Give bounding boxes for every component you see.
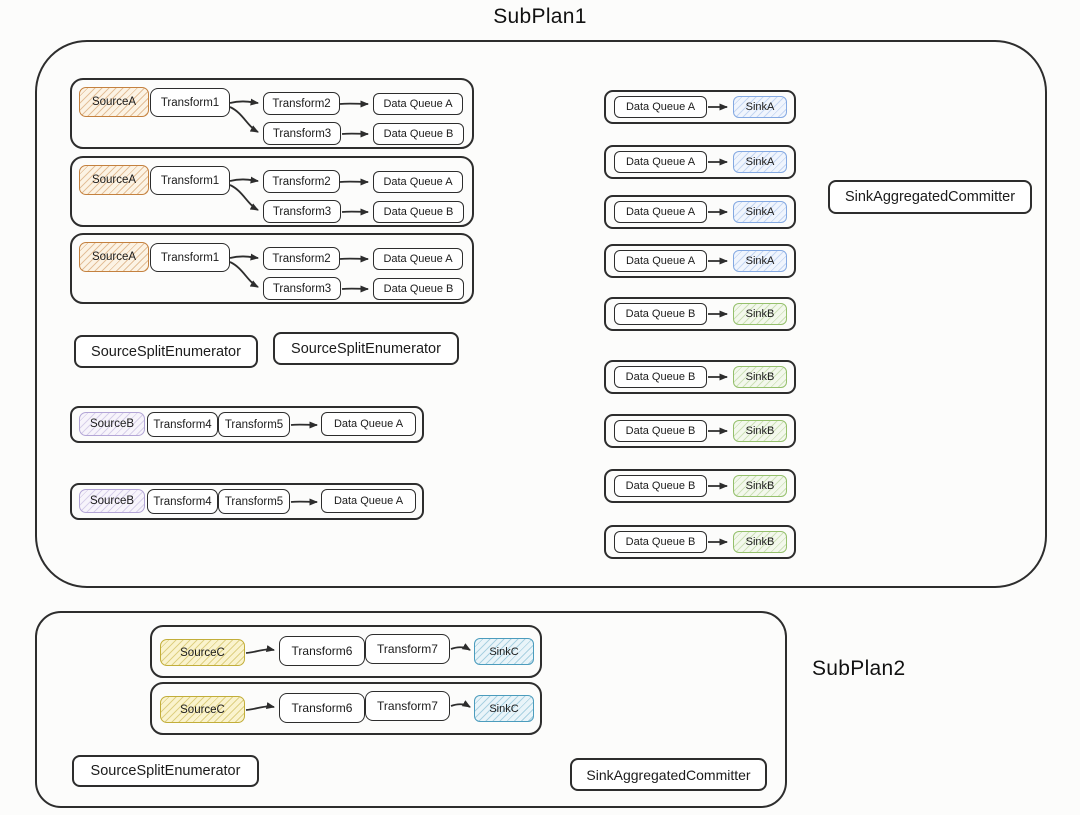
node-sinkA: SinkA bbox=[733, 250, 787, 272]
node-sourceA: SourceA bbox=[79, 165, 149, 195]
node-data-queue-a: Data Queue A bbox=[321, 412, 416, 436]
node-sourceB: SourceB bbox=[79, 489, 145, 513]
queue-sink-row-4: Data Queue A SinkA bbox=[604, 244, 796, 278]
queue-sink-row-5: Data Queue B SinkB bbox=[604, 297, 796, 331]
pipeline-group-sourceA-1: SourceA Transform1 Transform2 Data Queue… bbox=[70, 78, 474, 149]
node-sinkB: SinkB bbox=[733, 303, 787, 325]
node-data-queue-a: Data Queue A bbox=[321, 489, 416, 513]
node-transform4: Transform4 bbox=[147, 489, 218, 514]
queue-sink-row-7: Data Queue B SinkB bbox=[604, 414, 796, 448]
subplan2-title: SubPlan2 bbox=[812, 657, 906, 680]
node-data-queue-b: Data Queue B bbox=[373, 201, 464, 223]
node-transform7: Transform7 bbox=[365, 634, 450, 664]
node-data-queue-b: Data Queue B bbox=[373, 123, 464, 145]
node-transform4: Transform4 bbox=[147, 412, 218, 437]
node-sinkC: SinkC bbox=[474, 695, 534, 722]
node-data-queue-a: Data Queue A bbox=[614, 151, 707, 173]
node-data-queue-b: Data Queue B bbox=[614, 366, 707, 388]
node-sourceB: SourceB bbox=[79, 412, 145, 436]
node-data-queue-a: Data Queue A bbox=[614, 201, 707, 223]
node-sourceA: SourceA bbox=[79, 242, 149, 272]
node-sinkB: SinkB bbox=[733, 475, 787, 497]
node-transform7: Transform7 bbox=[365, 691, 450, 721]
node-source-split-enumerator-1: SourceSplitEnumerator bbox=[74, 335, 258, 368]
node-source-split-enumerator: SourceSplitEnumerator bbox=[72, 755, 259, 787]
node-sourceA: SourceA bbox=[79, 87, 149, 117]
queue-sink-row-3: Data Queue A SinkA bbox=[604, 195, 796, 229]
node-sinkB: SinkB bbox=[733, 420, 787, 442]
node-transform2: Transform2 bbox=[263, 170, 340, 193]
node-transform1: Transform1 bbox=[150, 166, 230, 195]
node-transform5: Transform5 bbox=[218, 412, 290, 437]
node-data-queue-b: Data Queue B bbox=[614, 420, 707, 442]
subplan1-container: SourceA Transform1 Transform2 Data Queue… bbox=[35, 40, 1047, 588]
pipeline-group-sourceA-3: SourceA Transform1 Transform2 Data Queue… bbox=[70, 233, 474, 304]
subplan1-title: SubPlan1 bbox=[493, 5, 587, 28]
pipeline-group-sourceA-2: SourceA Transform1 Transform2 Data Queue… bbox=[70, 156, 474, 227]
queue-sink-row-6: Data Queue B SinkB bbox=[604, 360, 796, 394]
node-sinkA: SinkA bbox=[733, 151, 787, 173]
node-data-queue-a: Data Queue A bbox=[373, 248, 463, 270]
node-data-queue-b: Data Queue B bbox=[373, 278, 464, 300]
node-transform1: Transform1 bbox=[150, 88, 230, 117]
node-sinkA: SinkA bbox=[733, 201, 787, 223]
node-data-queue-a: Data Queue A bbox=[614, 96, 707, 118]
node-data-queue-b: Data Queue B bbox=[614, 475, 707, 497]
node-sourceC: SourceC bbox=[160, 639, 245, 666]
node-data-queue-b: Data Queue B bbox=[614, 303, 707, 325]
queue-sink-row-8: Data Queue B SinkB bbox=[604, 469, 796, 503]
node-sink-aggregated-committer: SinkAggregatedCommitter bbox=[570, 758, 767, 791]
queue-sink-row-9: Data Queue B SinkB bbox=[604, 525, 796, 559]
node-sinkB: SinkB bbox=[733, 531, 787, 553]
pipeline-group-sourceC-1: SourceC Transform6 Transform7 SinkC bbox=[150, 625, 542, 678]
node-transform3: Transform3 bbox=[263, 277, 341, 300]
node-transform3: Transform3 bbox=[263, 200, 341, 223]
pipeline-group-sourceB-2: SourceB Transform4 Transform5 Data Queue… bbox=[70, 483, 424, 520]
pipeline-group-sourceC-2: SourceC Transform6 Transform7 SinkC bbox=[150, 682, 542, 735]
node-sourceC: SourceC bbox=[160, 696, 245, 723]
node-sinkA: SinkA bbox=[733, 96, 787, 118]
node-transform6: Transform6 bbox=[279, 693, 365, 723]
node-data-queue-b: Data Queue B bbox=[614, 531, 707, 553]
node-sinkC: SinkC bbox=[474, 638, 534, 665]
queue-sink-row-2: Data Queue A SinkA bbox=[604, 145, 796, 179]
node-transform2: Transform2 bbox=[263, 92, 340, 115]
node-transform1: Transform1 bbox=[150, 243, 230, 272]
queue-sink-row-1: Data Queue A SinkA bbox=[604, 90, 796, 124]
subplan2-container: SourceC Transform6 Transform7 SinkC Sour… bbox=[35, 611, 787, 808]
node-sinkB: SinkB bbox=[733, 366, 787, 388]
node-transform3: Transform3 bbox=[263, 122, 341, 145]
node-data-queue-a: Data Queue A bbox=[373, 171, 463, 193]
node-transform5: Transform5 bbox=[218, 489, 290, 514]
node-data-queue-a: Data Queue A bbox=[614, 250, 707, 272]
node-transform6: Transform6 bbox=[279, 636, 365, 666]
pipeline-group-sourceB-1: SourceB Transform4 Transform5 Data Queue… bbox=[70, 406, 424, 443]
node-source-split-enumerator-2: SourceSplitEnumerator bbox=[273, 332, 459, 365]
node-data-queue-a: Data Queue A bbox=[373, 93, 463, 115]
node-sink-aggregated-committer: SinkAggregatedCommitter bbox=[828, 180, 1032, 214]
node-transform2: Transform2 bbox=[263, 247, 340, 270]
